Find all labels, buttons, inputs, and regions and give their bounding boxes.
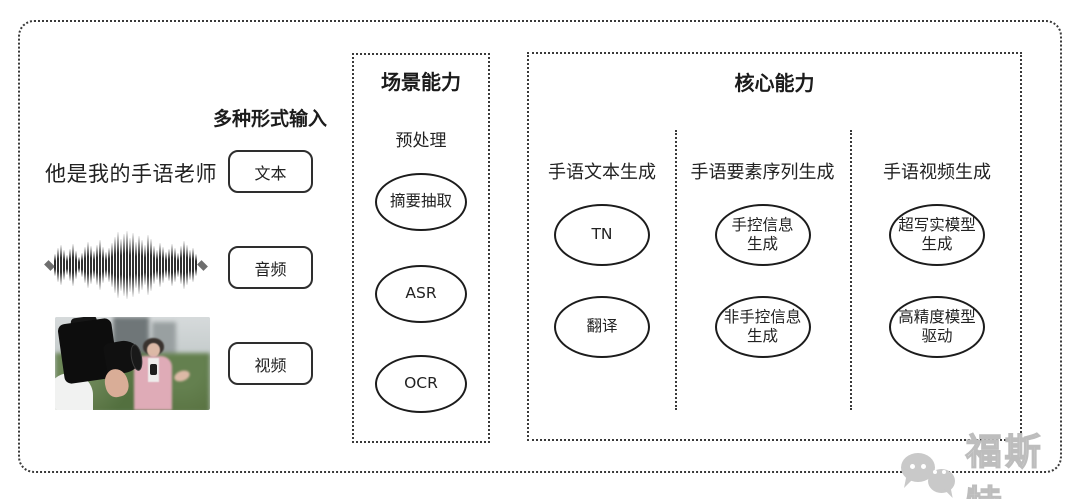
node-manual-info-generation: 手控信息 生成 [714, 204, 811, 266]
node-translation: 翻译 [554, 296, 650, 358]
node-ocr: OCR [375, 355, 467, 413]
audio-waveform-icon [44, 230, 211, 300]
waveform-bars [54, 230, 198, 300]
input-type-label-audio: 音频 [254, 259, 287, 279]
core-capability-title: 核心能力 [734, 71, 815, 95]
outer-dotted-border [18, 20, 1062, 473]
column-header: 手语视频生成 [883, 162, 991, 183]
photo-microphone [150, 364, 157, 375]
input-type-box-text: 文本 [228, 150, 313, 193]
chat-bubble-icon [927, 469, 955, 493]
node-tn: TN [554, 204, 650, 266]
sample-sentence-text: 他是我的手语老师 [45, 162, 217, 186]
input-type-box-video: 视频 [228, 342, 313, 385]
column-header: 手语要素序列生成 [690, 162, 835, 183]
core-capability-box: 核心能力 手语文本生成 TN 翻译 手语要素序列生成 手控信息 生成 非手控信息… [527, 52, 1022, 441]
input-section-title: 多种形式输入 [212, 108, 327, 130]
column-header: 手语文本生成 [548, 162, 656, 183]
watermark-text: 福斯特 [965, 431, 1044, 499]
column-divider [850, 130, 852, 410]
watermark: 福斯特 [901, 423, 1080, 499]
scene-capability-box: 场景能力 预处理 摘要抽取 ASR OCR [352, 53, 490, 443]
node-summary-extraction: 摘要抽取 [375, 173, 467, 231]
scene-capability-title: 场景能力 [381, 70, 461, 94]
column-sign-text-generation: 手语文本生成 TN 翻译 [529, 54, 675, 439]
column-sign-element-sequence-generation: 手语要素序列生成 手控信息 生成 非手控信息 生成 [675, 54, 850, 439]
input-type-label-text: 文本 [254, 163, 287, 183]
node-hyperrealistic-model-generation: 超写实模型 生成 [889, 204, 985, 266]
column-sign-video-generation: 手语视频生成 超写实模型 生成 高精度模型 驱动 [850, 54, 1024, 439]
node-asr: ASR [375, 265, 467, 323]
node-non-manual-info-generation: 非手控信息 生成 [714, 296, 811, 358]
node-high-precision-model-driving: 高精度模型 驱动 [889, 296, 985, 358]
column-divider [675, 130, 677, 410]
photo-reporter-face [147, 343, 160, 357]
input-type-box-audio: 音频 [228, 246, 313, 289]
waveform-end-diamond [197, 259, 208, 271]
wechat-bubbles-logo-icon [901, 451, 958, 499]
preprocessing-label: 预处理 [395, 131, 447, 151]
input-type-label-video: 视频 [254, 355, 287, 375]
reporter-photo [55, 317, 210, 410]
